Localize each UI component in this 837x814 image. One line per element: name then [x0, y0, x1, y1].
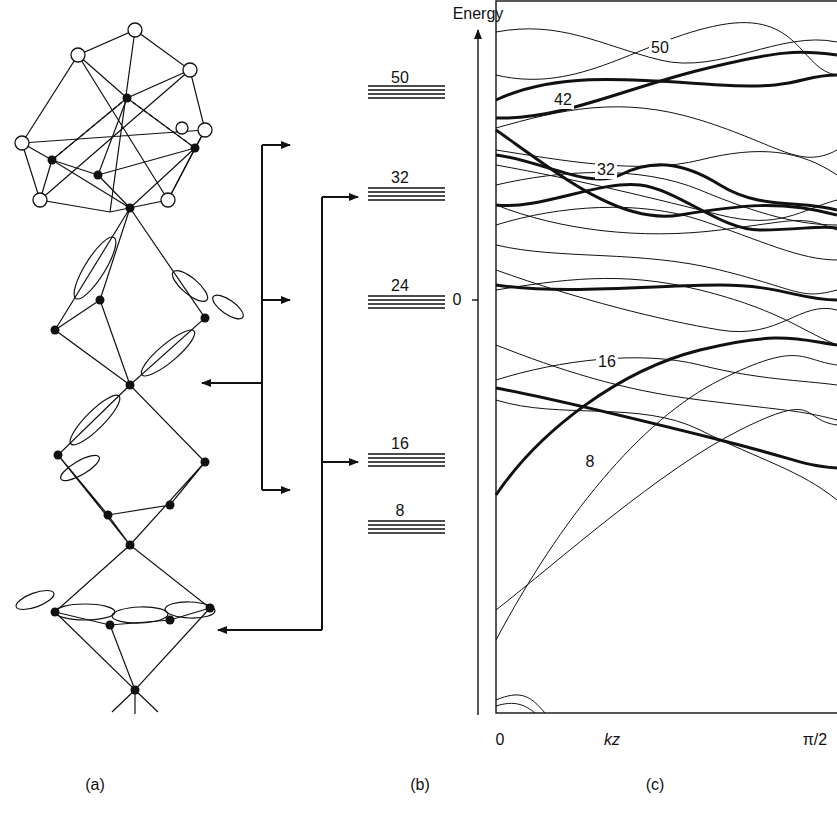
panel-label: (a): [83, 776, 107, 794]
brackets: [202, 145, 358, 630]
cluster-drawing: [14, 30, 247, 714]
level-number: 50: [389, 69, 411, 87]
axis-label: kz: [602, 731, 622, 749]
axis-tick: 0: [494, 731, 507, 749]
energy-levels: [368, 30, 478, 715]
axis-tick: π/2: [801, 731, 829, 749]
band-number: 50: [649, 39, 671, 57]
panel-label: (c): [644, 776, 667, 794]
level-number: 24: [389, 277, 411, 295]
level-number: 32: [389, 169, 411, 187]
axis-label: Energy: [451, 5, 506, 23]
level-number: 8: [394, 502, 407, 520]
level-number: 16: [389, 435, 411, 453]
band-number: 42: [552, 91, 574, 109]
band-number: 32: [595, 161, 617, 179]
band-structure: [496, 1, 837, 713]
energy-zero: 0: [451, 291, 464, 309]
band-number: 8: [584, 453, 597, 471]
panel-label: (b): [408, 776, 432, 794]
band-number: 16: [596, 353, 618, 371]
